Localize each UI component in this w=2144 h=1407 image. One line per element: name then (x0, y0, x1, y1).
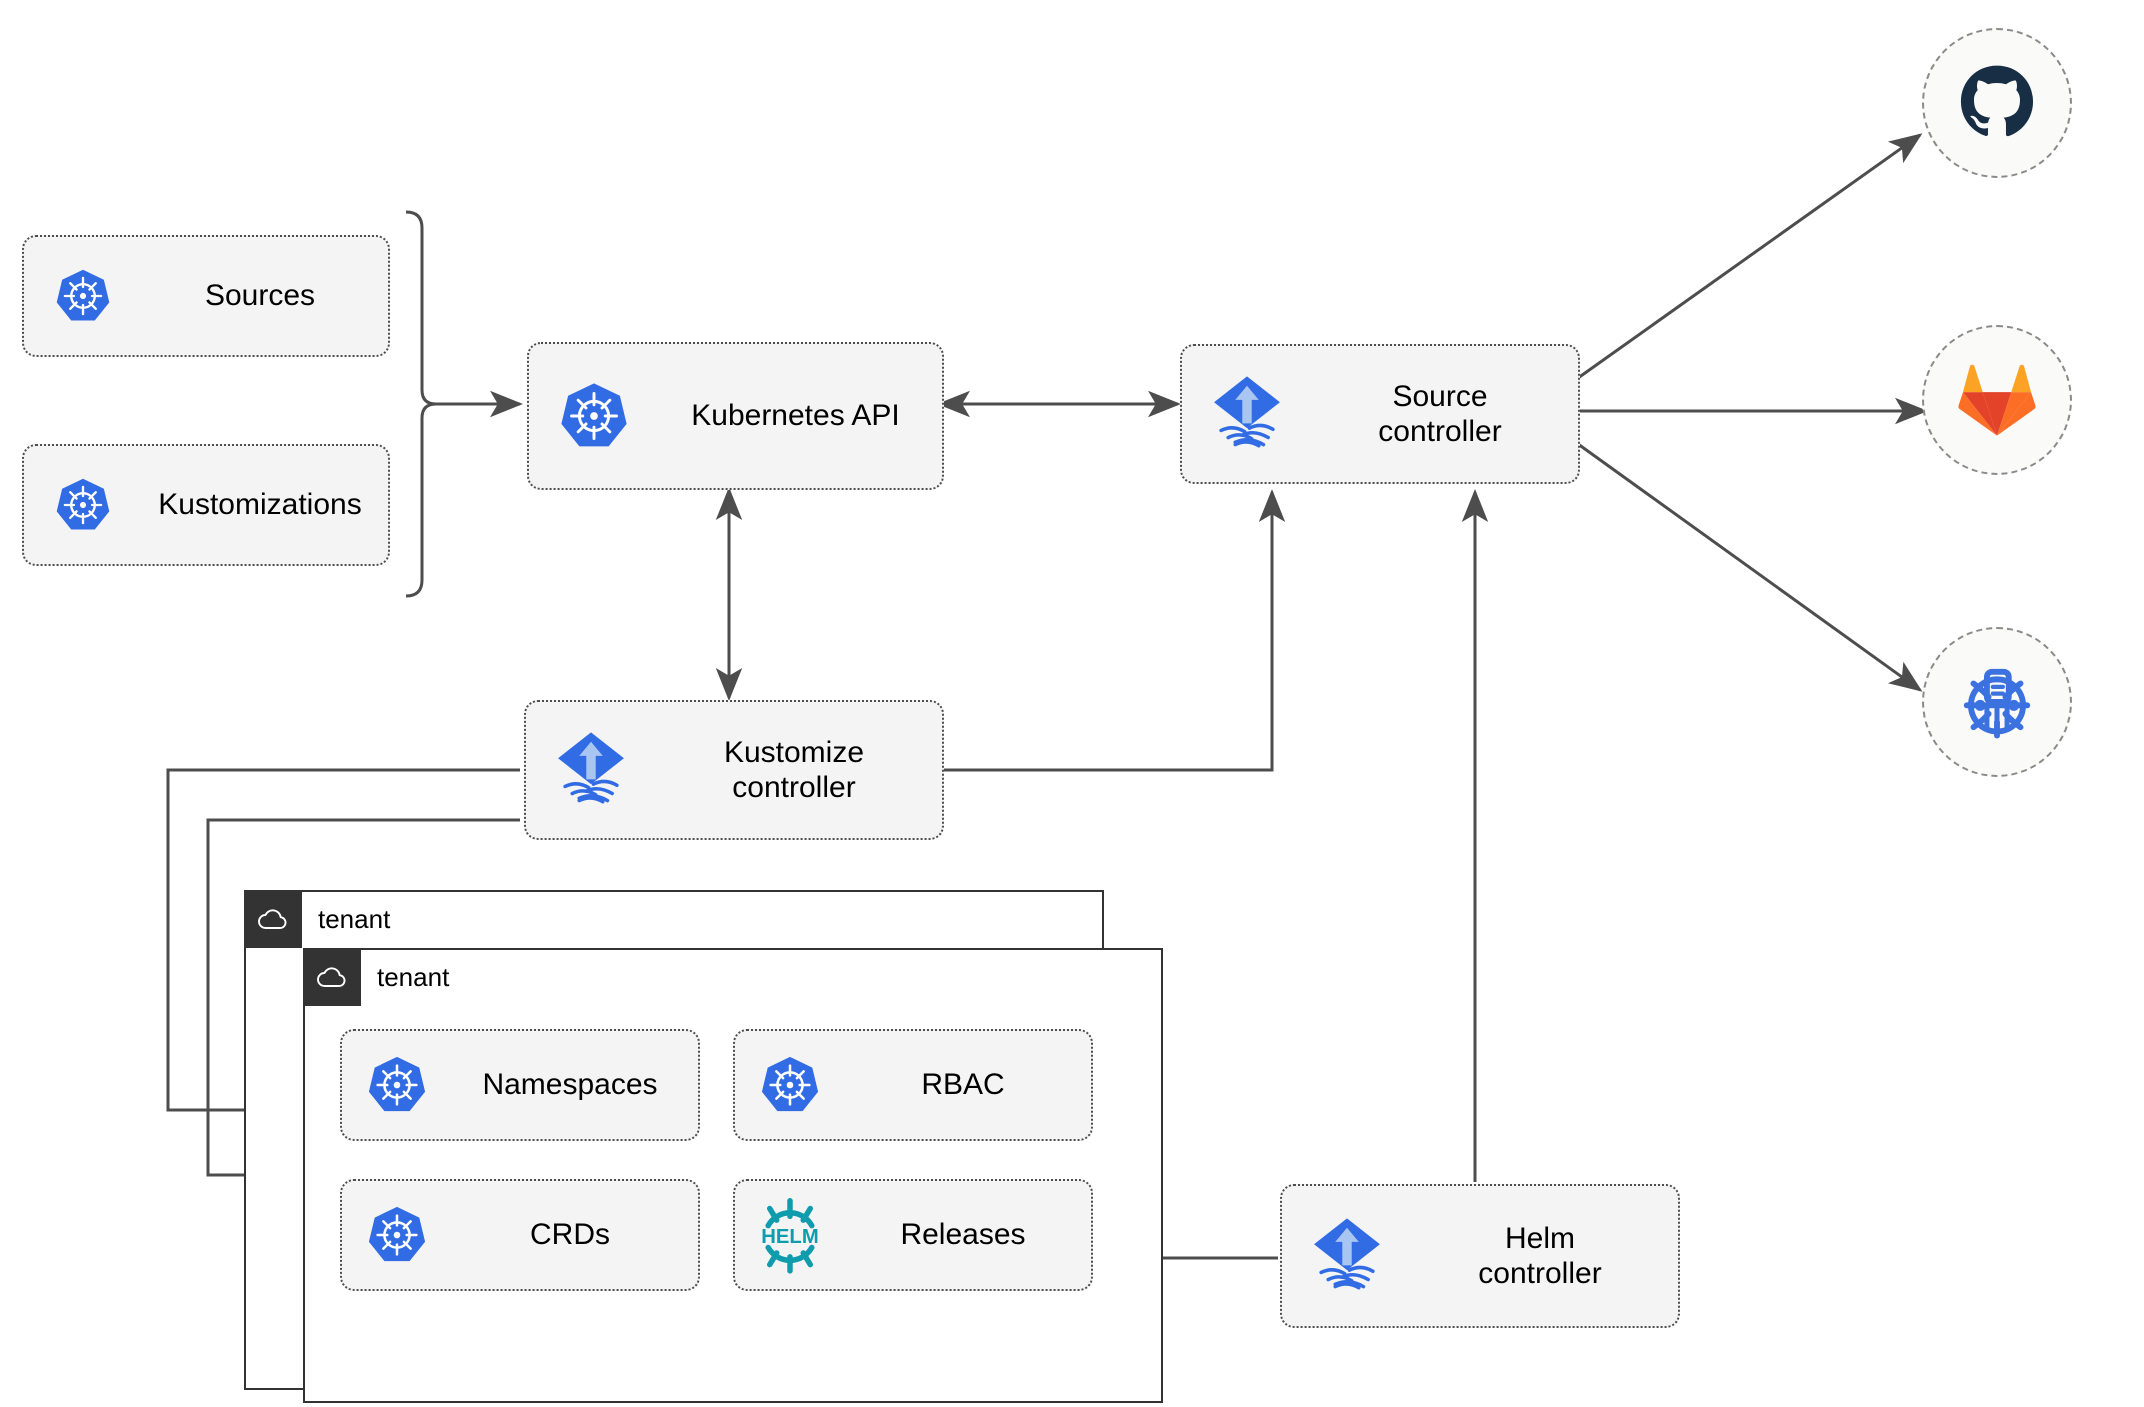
tenant-container-front[interactable]: tenant (303, 948, 1163, 1403)
card-label: Helm controller (1478, 1221, 1602, 1290)
card-kubernetes-api[interactable]: Kubernetes API (527, 342, 944, 490)
kubernetes-icon (735, 1054, 845, 1116)
card-rbac[interactable]: RBAC (733, 1029, 1093, 1141)
card-label: Namespaces (482, 1068, 658, 1102)
kubernetes-icon (24, 476, 142, 534)
tenant-header: tenant (303, 948, 449, 1006)
card-releases[interactable]: HELM Releases (733, 1179, 1093, 1291)
card-label: Kubernetes API (691, 399, 900, 433)
tenant-header: tenant (244, 890, 390, 948)
flux-icon (526, 730, 656, 810)
card-label: Kustomize controller (723, 735, 865, 804)
card-label: RBAC (921, 1068, 1005, 1102)
svg-text:HELM: HELM (761, 1226, 818, 1248)
card-label: Sources (204, 279, 316, 313)
provider-github[interactable] (1922, 28, 2072, 178)
kubernetes-icon (529, 380, 659, 452)
tenant-label: tenant (318, 903, 391, 934)
card-sources[interactable]: Sources (22, 235, 390, 357)
cloud-icon (303, 948, 361, 1006)
card-crds[interactable]: CRDs (340, 1179, 700, 1291)
kubernetes-icon (342, 1054, 452, 1116)
provider-helm-repository[interactable] (1922, 627, 2072, 777)
flux-icon (1182, 374, 1312, 454)
card-source-controller[interactable]: Source controller (1180, 344, 1580, 484)
flux-icon (1282, 1216, 1412, 1296)
kubernetes-icon (342, 1204, 452, 1266)
edge-source-controller-github (1577, 133, 1923, 380)
card-label: CRDs (530, 1218, 610, 1252)
card-helm-controller[interactable]: Helm controller (1280, 1184, 1680, 1328)
card-label: Source controller (1378, 379, 1502, 448)
tenant-label: tenant (377, 961, 450, 992)
cloud-icon (244, 890, 302, 948)
card-kustomizations[interactable]: Kustomizations (22, 444, 390, 566)
edge-source-controller-helm-repository (1577, 442, 1923, 692)
kubernetes-icon (24, 267, 142, 325)
edge-kustomize-controller-source-controller (940, 489, 1286, 772)
edge-inputs-brace (405, 210, 437, 598)
card-kustomize-controller[interactable]: Kustomize controller (524, 700, 944, 840)
github-icon (1960, 65, 2034, 137)
provider-gitlab[interactable] (1922, 325, 2072, 475)
helm-repository-icon (1963, 668, 2031, 739)
card-namespaces[interactable]: Namespaces (340, 1029, 700, 1141)
card-label: Releases (900, 1218, 1026, 1252)
card-label: Kustomizations (158, 488, 362, 522)
helm-icon: HELM (735, 1196, 845, 1274)
gitlab-icon (1958, 364, 2036, 436)
